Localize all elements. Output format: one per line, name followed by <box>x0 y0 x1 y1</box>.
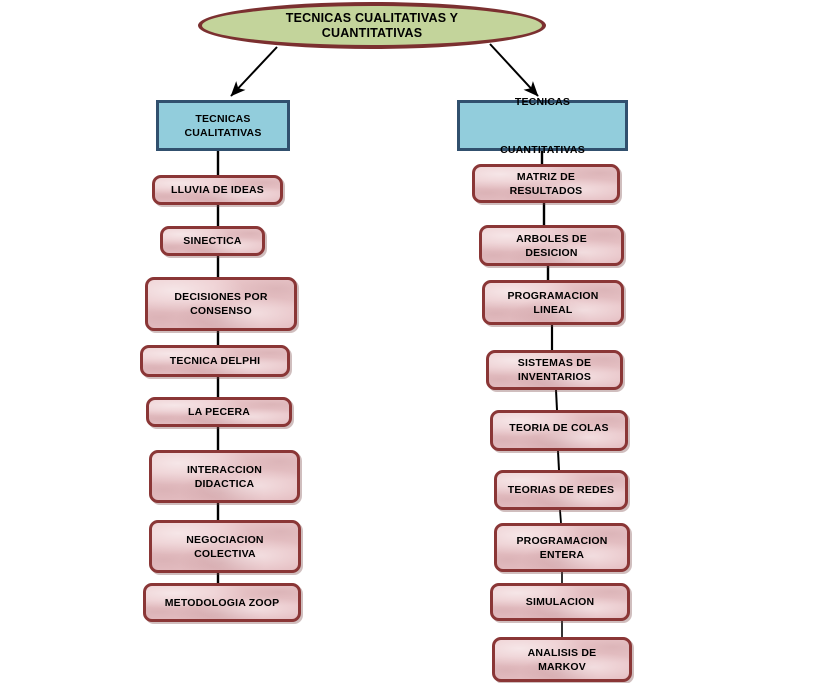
node-sistemas-de-inventarios-label: SISTEMAS DE INVENTARIOS <box>517 357 592 383</box>
header-tecnicas-cualitativas[interactable]: TECNICAS CUALITATIVAS <box>156 100 290 151</box>
node-lluvia-de-ideas[interactable]: LLUVIA DE IDEAS <box>152 175 283 205</box>
node-analisis-de-markov-label: ANALISIS DE MARKOV <box>527 646 597 673</box>
node-teorias-de-redes-label: TEORIAS DE REDES <box>507 484 615 496</box>
connector-right-4 <box>555 389 558 411</box>
node-programacion-lineal-label: PROGRAMACION LINEAL <box>507 289 599 316</box>
node-programacion-entera-label: PROGRAMACION ENTERA <box>516 534 608 561</box>
header-cualitativas-label: TECNICAS CUALITATIVAS <box>184 112 262 139</box>
node-arboles-de-desicion-label: ARBOLES DE DESICION <box>516 232 587 259</box>
node-teoria-de-colas-label: TEORIA DE COLAS <box>509 422 609 434</box>
node-programacion-entera[interactable]: PROGRAMACION ENTERA <box>494 523 630 572</box>
root-node-label: TECNICAS CUALITATIVAS Y CUANTITATIVAS <box>285 10 459 40</box>
root-node-tecnicas[interactable]: TECNICAS CUALITATIVAS Y CUANTITATIVAS <box>198 2 546 49</box>
header-cuantitativas-label: TECNICAS CUANTITATIVAS <box>500 95 585 156</box>
node-simulacion[interactable]: SIMULACION <box>490 583 630 621</box>
node-lluvia-de-ideas-label: LLUVIA DE IDEAS <box>170 184 265 196</box>
node-programacion-lineal[interactable]: PROGRAMACION LINEAL <box>482 280 624 325</box>
node-metodologia-zoop[interactable]: METODOLOGIA ZOOP <box>143 583 301 622</box>
header-tecnicas-cuantitativas[interactable]: TECNICAS CUANTITATIVAS <box>457 96 628 156</box>
node-negociacion-colectiva-label: NEGOCIACION COLECTIVA <box>186 533 264 560</box>
node-decisiones-por-consenso-label: DECISIONES POR CONSENSO <box>174 291 268 317</box>
node-matriz-de-resultados-label: MATRIZ DE RESULTADOS <box>509 170 583 197</box>
node-arboles-de-desicion[interactable]: ARBOLES DE DESICION <box>479 225 624 266</box>
node-tecnica-delphi-label: TECNICA DELPHI <box>169 355 261 367</box>
node-teoria-de-colas[interactable]: TEORIA DE COLAS <box>490 410 628 451</box>
node-analisis-de-markov[interactable]: ANALISIS DE MARKOV <box>492 637 632 682</box>
node-decisiones-por-consenso[interactable]: DECISIONES POR CONSENSO <box>145 277 297 331</box>
node-sistemas-de-inventarios[interactable]: SISTEMAS DE INVENTARIOS <box>486 350 623 390</box>
node-sinectica[interactable]: SINECTICA <box>160 226 265 256</box>
node-sinectica-label: SINECTICA <box>183 235 242 247</box>
node-la-pecera-label: LA PECERA <box>187 406 251 418</box>
node-la-pecera[interactable]: LA PECERA <box>146 397 292 427</box>
node-metodologia-zoop-label: METODOLOGIA ZOOP <box>164 596 280 609</box>
node-matriz-de-resultados[interactable]: MATRIZ DE RESULTADOS <box>472 164 620 203</box>
node-interaccion-didactica[interactable]: INTERACCION DIDACTICA <box>149 450 300 503</box>
connector-right-5 <box>557 450 560 471</box>
node-simulacion-label: SIMULACION <box>525 596 595 608</box>
node-tecnica-delphi[interactable]: TECNICA DELPHI <box>140 345 290 377</box>
arrow-root-to-qualitative <box>230 46 278 97</box>
node-interaccion-didactica-label: INTERACCION DIDACTICA <box>186 463 263 490</box>
connector-right-6 <box>559 509 562 524</box>
arrow-root-to-quantitative <box>489 43 539 97</box>
node-negociacion-colectiva[interactable]: NEGOCIACION COLECTIVA <box>149 520 301 573</box>
node-teorias-de-redes[interactable]: TEORIAS DE REDES <box>494 470 628 510</box>
